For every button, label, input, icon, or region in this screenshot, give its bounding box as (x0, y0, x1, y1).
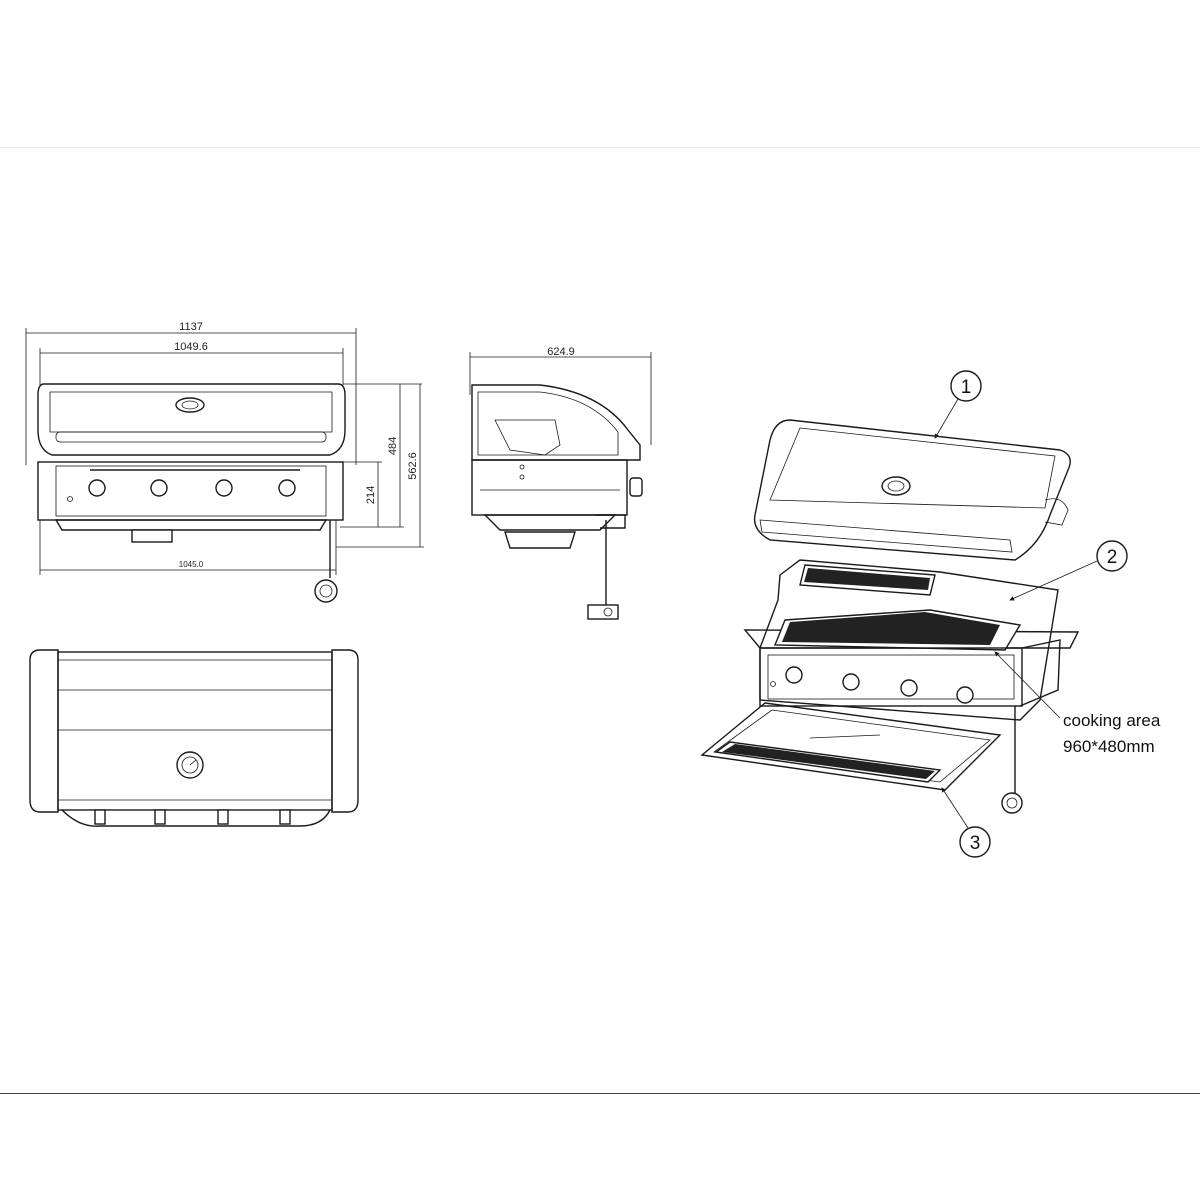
callout-1-number: 1 (961, 377, 972, 398)
side-view: 624.9 (469, 346, 652, 620)
part-grill-body (743, 559, 1080, 814)
callout-3-number: 3 (970, 833, 981, 854)
cooking-area-size: 960*480mm (1063, 737, 1155, 756)
part-rack (700, 702, 1002, 791)
dim-base-width: 1045.0 (179, 560, 204, 569)
callout-2: 2 (1009, 540, 1128, 601)
top-view (29, 649, 359, 827)
dim-side-depth: 624.9 (547, 346, 575, 358)
callout-2-number: 2 (1107, 547, 1118, 568)
bottom-divider (0, 1093, 1200, 1094)
callout-1: 1 (934, 370, 982, 439)
front-view: 1137 1049.6 1045.0 484 562.6 214 (25, 321, 424, 603)
dim-lid-width: 1049.6 (174, 341, 208, 353)
dim-height-overall: 562.6 (407, 452, 419, 480)
callout-3: 3 (941, 787, 991, 858)
dim-height-front: 214 (365, 486, 377, 504)
part-lid (753, 419, 1071, 561)
exploded-view: 1 2 3 cooking area 960*480mm (700, 370, 1161, 858)
top-divider (0, 147, 1200, 148)
dim-height-body: 484 (387, 437, 399, 455)
dim-overall-width: 1137 (179, 321, 203, 333)
cooking-area-label: cooking area (1063, 711, 1161, 730)
